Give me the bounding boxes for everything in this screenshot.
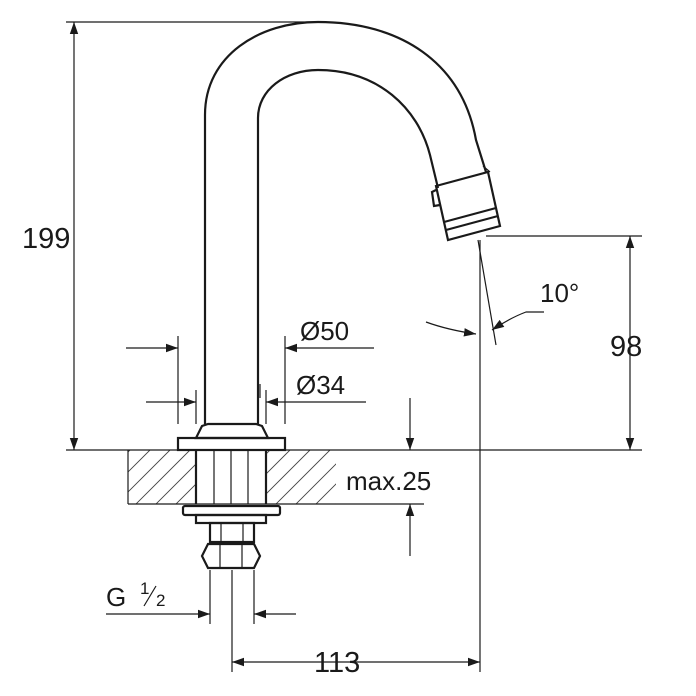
faucet-spout	[203, 20, 502, 424]
label-outlet-angle: 10°	[540, 278, 579, 308]
label-spout-height: 98	[610, 331, 642, 363]
label-projection: 113	[314, 647, 360, 679]
thread-fraction-slash	[143, 585, 157, 607]
label-height-total: 199	[22, 223, 70, 255]
label-thread-num: 1	[140, 579, 149, 598]
label-max-thickness: max.25	[346, 466, 431, 496]
extension-lines	[66, 21, 642, 672]
label-base-diameter: Ø50	[300, 316, 349, 346]
mounting-hardware	[181, 450, 282, 570]
label-thread-main: G	[106, 582, 126, 612]
dimension-lines	[69, 22, 635, 667]
label-thread-den: 2	[156, 591, 165, 610]
label-shank-diameter: Ø34	[296, 370, 345, 400]
base-rosette	[176, 384, 287, 452]
dimension-labels: 199 98 10° Ø50 Ø34 max.25 G 1 2 113	[22, 223, 642, 679]
